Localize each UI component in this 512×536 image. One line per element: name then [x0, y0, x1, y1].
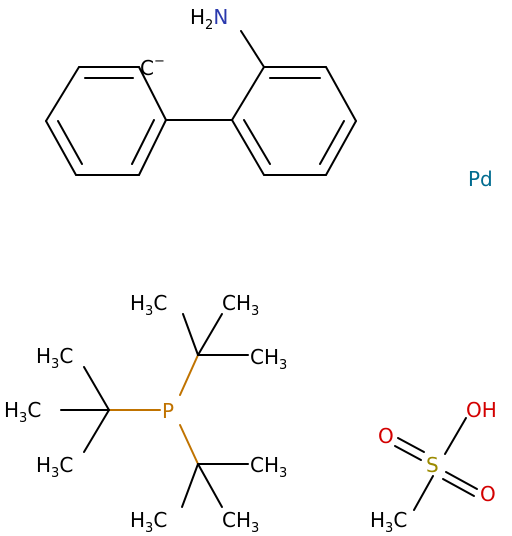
tert-butyl-top: [179, 313, 249, 396]
sulfur-label: S: [426, 453, 439, 477]
carbanion-label: C−: [140, 54, 165, 80]
methyl-label-top-right: CH3: [222, 291, 259, 319]
oxygen-label-left: O: [378, 424, 394, 448]
methyl-label-bottom-right: CH3: [250, 453, 287, 481]
hydroxyl-label: OH: [466, 398, 497, 422]
methyl-label-bottom-far-right: CH3: [222, 508, 259, 536]
methyl-label-left-upper: H3C: [36, 344, 73, 372]
left-phenyl-ring: [45, 66, 167, 176]
sulfonate-bonds: [394, 417, 478, 511]
palladium-label: Pd: [468, 167, 493, 191]
oxygen-label-right: O: [480, 482, 496, 506]
phosphorus-label: P: [162, 399, 174, 423]
methyl-label-top-far-right: CH3: [250, 345, 287, 373]
methyl-label-top-left: H3C: [130, 291, 167, 319]
amine-bond: [240, 30, 265, 68]
sulfonate-methyl-label: H3C: [370, 508, 407, 536]
methyl-label-left-lower: H3C: [36, 453, 73, 481]
amine-label: H2N: [190, 5, 228, 33]
methyl-label-bottom-left: H3C: [130, 508, 167, 536]
methyl-label-left-middle: H3C: [4, 398, 41, 426]
right-phenyl-ring: [231, 66, 357, 176]
tert-butyl-bottom: [179, 424, 249, 508]
tert-butyl-left: [60, 366, 161, 453]
